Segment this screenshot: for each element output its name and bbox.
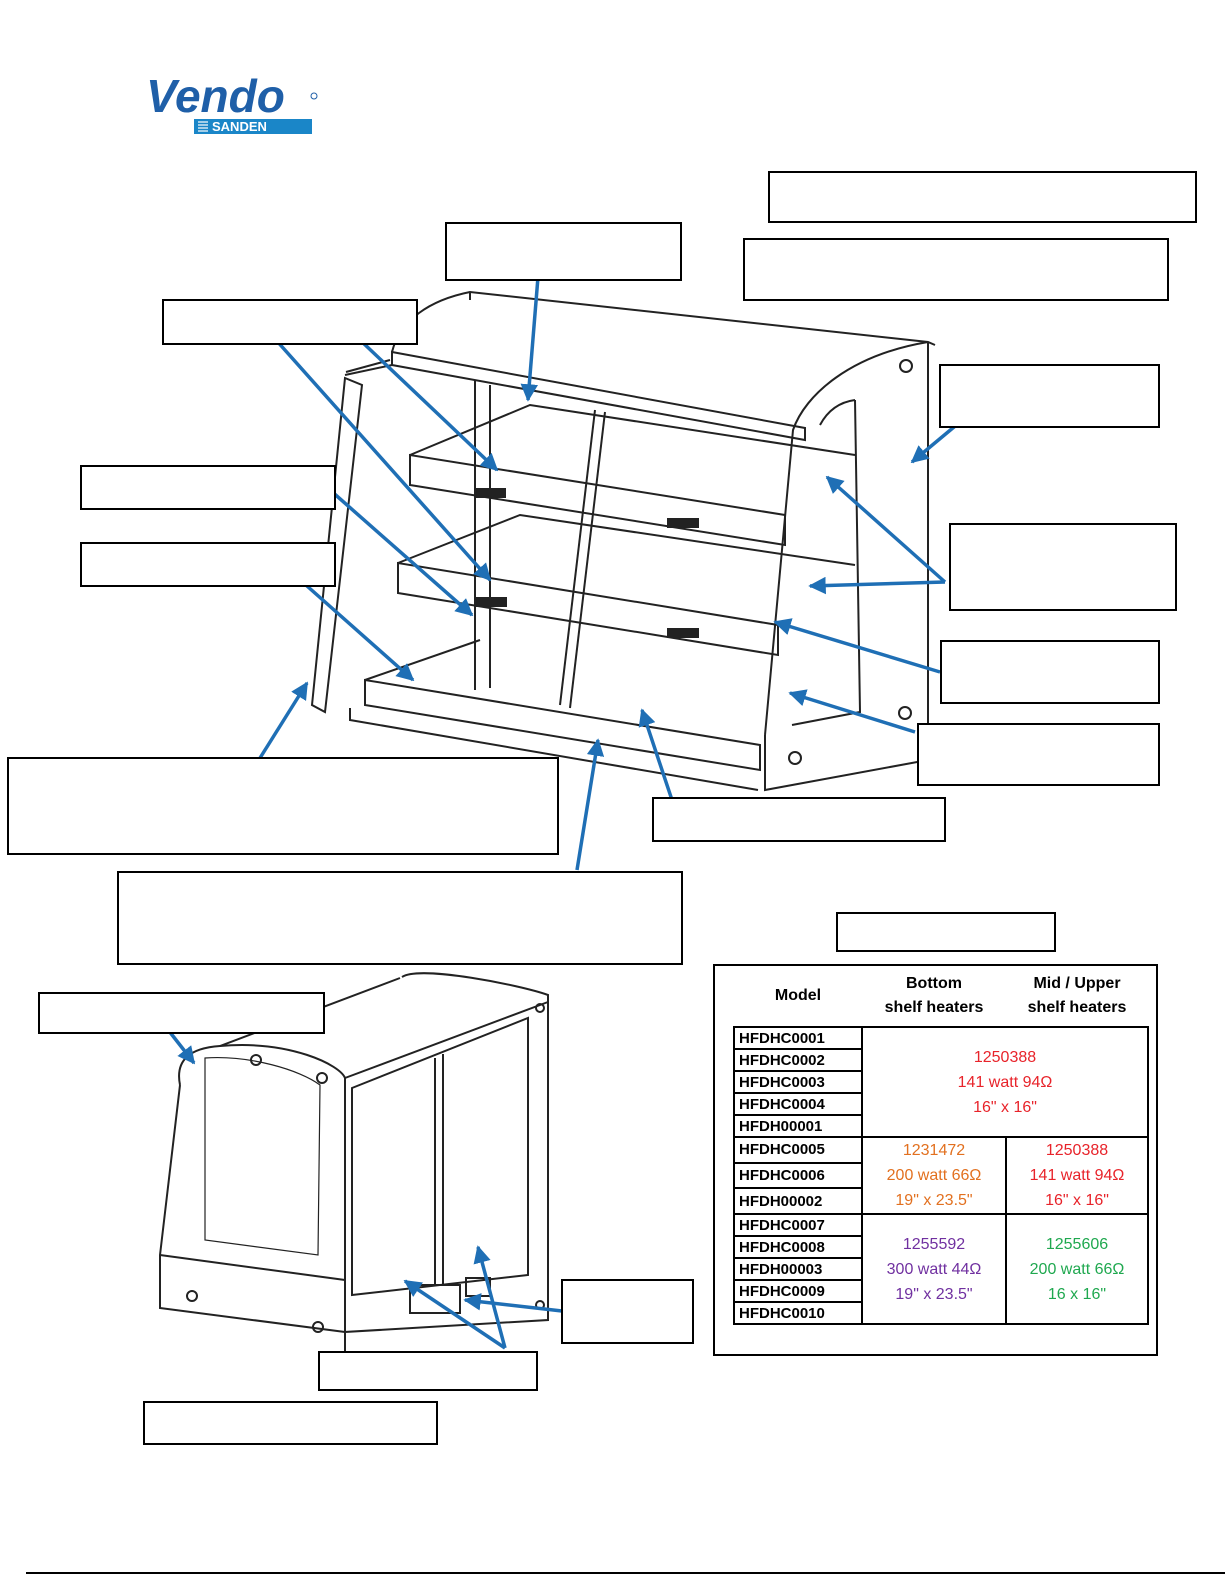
combined-heater-cell: 1250388 141 watt 94Ω 16" x 16": [861, 1026, 1149, 1138]
model-cell: HFDHC0005: [733, 1136, 863, 1164]
callout-box-right-side-panel: [939, 364, 1160, 428]
callout-box-table-title: [836, 912, 1056, 952]
model-cell: HFDHC0009: [733, 1279, 863, 1303]
page-bottom-rule: [26, 1572, 1225, 1574]
callout-box-upper-left: [162, 299, 418, 345]
callout-box-rear-caption: [143, 1401, 438, 1445]
table-row: HFDH00002: [733, 1187, 1148, 1215]
table-row: HFDHC0001 1250388 141 watt 94Ω 16" x 16": [733, 1026, 1149, 1138]
callout-box-left-2: [80, 542, 336, 587]
logo-bar: [194, 119, 312, 134]
table-row: HFDHC0003: [733, 1070, 1148, 1094]
callout-box-control-panel: [561, 1279, 694, 1344]
logo-sub-text: SANDEN: [212, 119, 267, 134]
model-cell: HFDHC0010: [733, 1301, 863, 1325]
header-model: Model: [774, 987, 822, 1004]
model-cell: HFDHC0002: [733, 1048, 863, 1072]
table-row: HFDH00003: [733, 1257, 1148, 1281]
model-cell: HFDHC0004: [733, 1092, 863, 1116]
model-cell: HFDHC0001: [733, 1026, 863, 1050]
callout-box-top-center: [445, 222, 682, 281]
model-cell: HFDHC0006: [733, 1161, 863, 1190]
callout-box-base: [117, 871, 683, 965]
upper-heater-cell: 1255606 200 watt 66Ω 16 x 16": [1005, 1213, 1149, 1325]
table-row: HFDHC0008: [733, 1235, 1148, 1259]
table-row: HFDHC0002: [733, 1048, 1148, 1072]
callout-box-rear-top: [38, 992, 325, 1034]
logo-brand-text: Vendo: [146, 70, 285, 122]
callout-box-top-right-2: [743, 238, 1169, 301]
table-row: HFDH00001: [733, 1114, 1148, 1138]
callout-box-right-3: [940, 640, 1160, 704]
callout-arrows: [160, 276, 962, 1350]
display-case-front-view: [310, 290, 936, 792]
bottom-heater-cell: 1231472 200 watt 66Ω 19" x 23.5": [861, 1136, 1007, 1215]
callout-box-right-shelves: [949, 523, 1177, 611]
table-row: HFDHC0007 1255592 300 watt 44Ω 19" x 23.…: [733, 1213, 1149, 1325]
callout-box-door: [7, 757, 559, 855]
table-row: HFDHC0006: [733, 1161, 1148, 1190]
upper-heater-cell: 1250388 141 watt 94Ω 16" x 16": [1005, 1136, 1149, 1215]
model-cell: HFDH00002: [733, 1187, 863, 1215]
model-cell: HFDHC0008: [733, 1235, 863, 1259]
table-row: HFDHC0010: [733, 1301, 1148, 1325]
callout-box-top-right-1: [768, 171, 1197, 223]
callout-box-bottom-shelf: [652, 797, 946, 842]
callout-box-right-4: [917, 723, 1160, 786]
callout-box-left-1: [80, 465, 336, 510]
table-row: HFDHC0004: [733, 1092, 1148, 1116]
callout-box-doors-rear: [318, 1351, 538, 1391]
vendo-sanden-logo: Vendo SANDEN: [146, 70, 318, 134]
model-cell: HFDH00001: [733, 1114, 863, 1138]
table-row: HFDHC0005 1231472 200 watt 66Ω 19" x 23.…: [733, 1136, 1149, 1215]
bottom-heater-cell: 1255592 300 watt 44Ω 19" x 23.5": [861, 1213, 1007, 1325]
model-cell: HFDHC0003: [733, 1070, 863, 1094]
model-cell: HFDH00003: [733, 1257, 863, 1281]
model-cell: HFDHC0007: [733, 1213, 863, 1237]
table-row: HFDHC0009: [733, 1279, 1148, 1303]
